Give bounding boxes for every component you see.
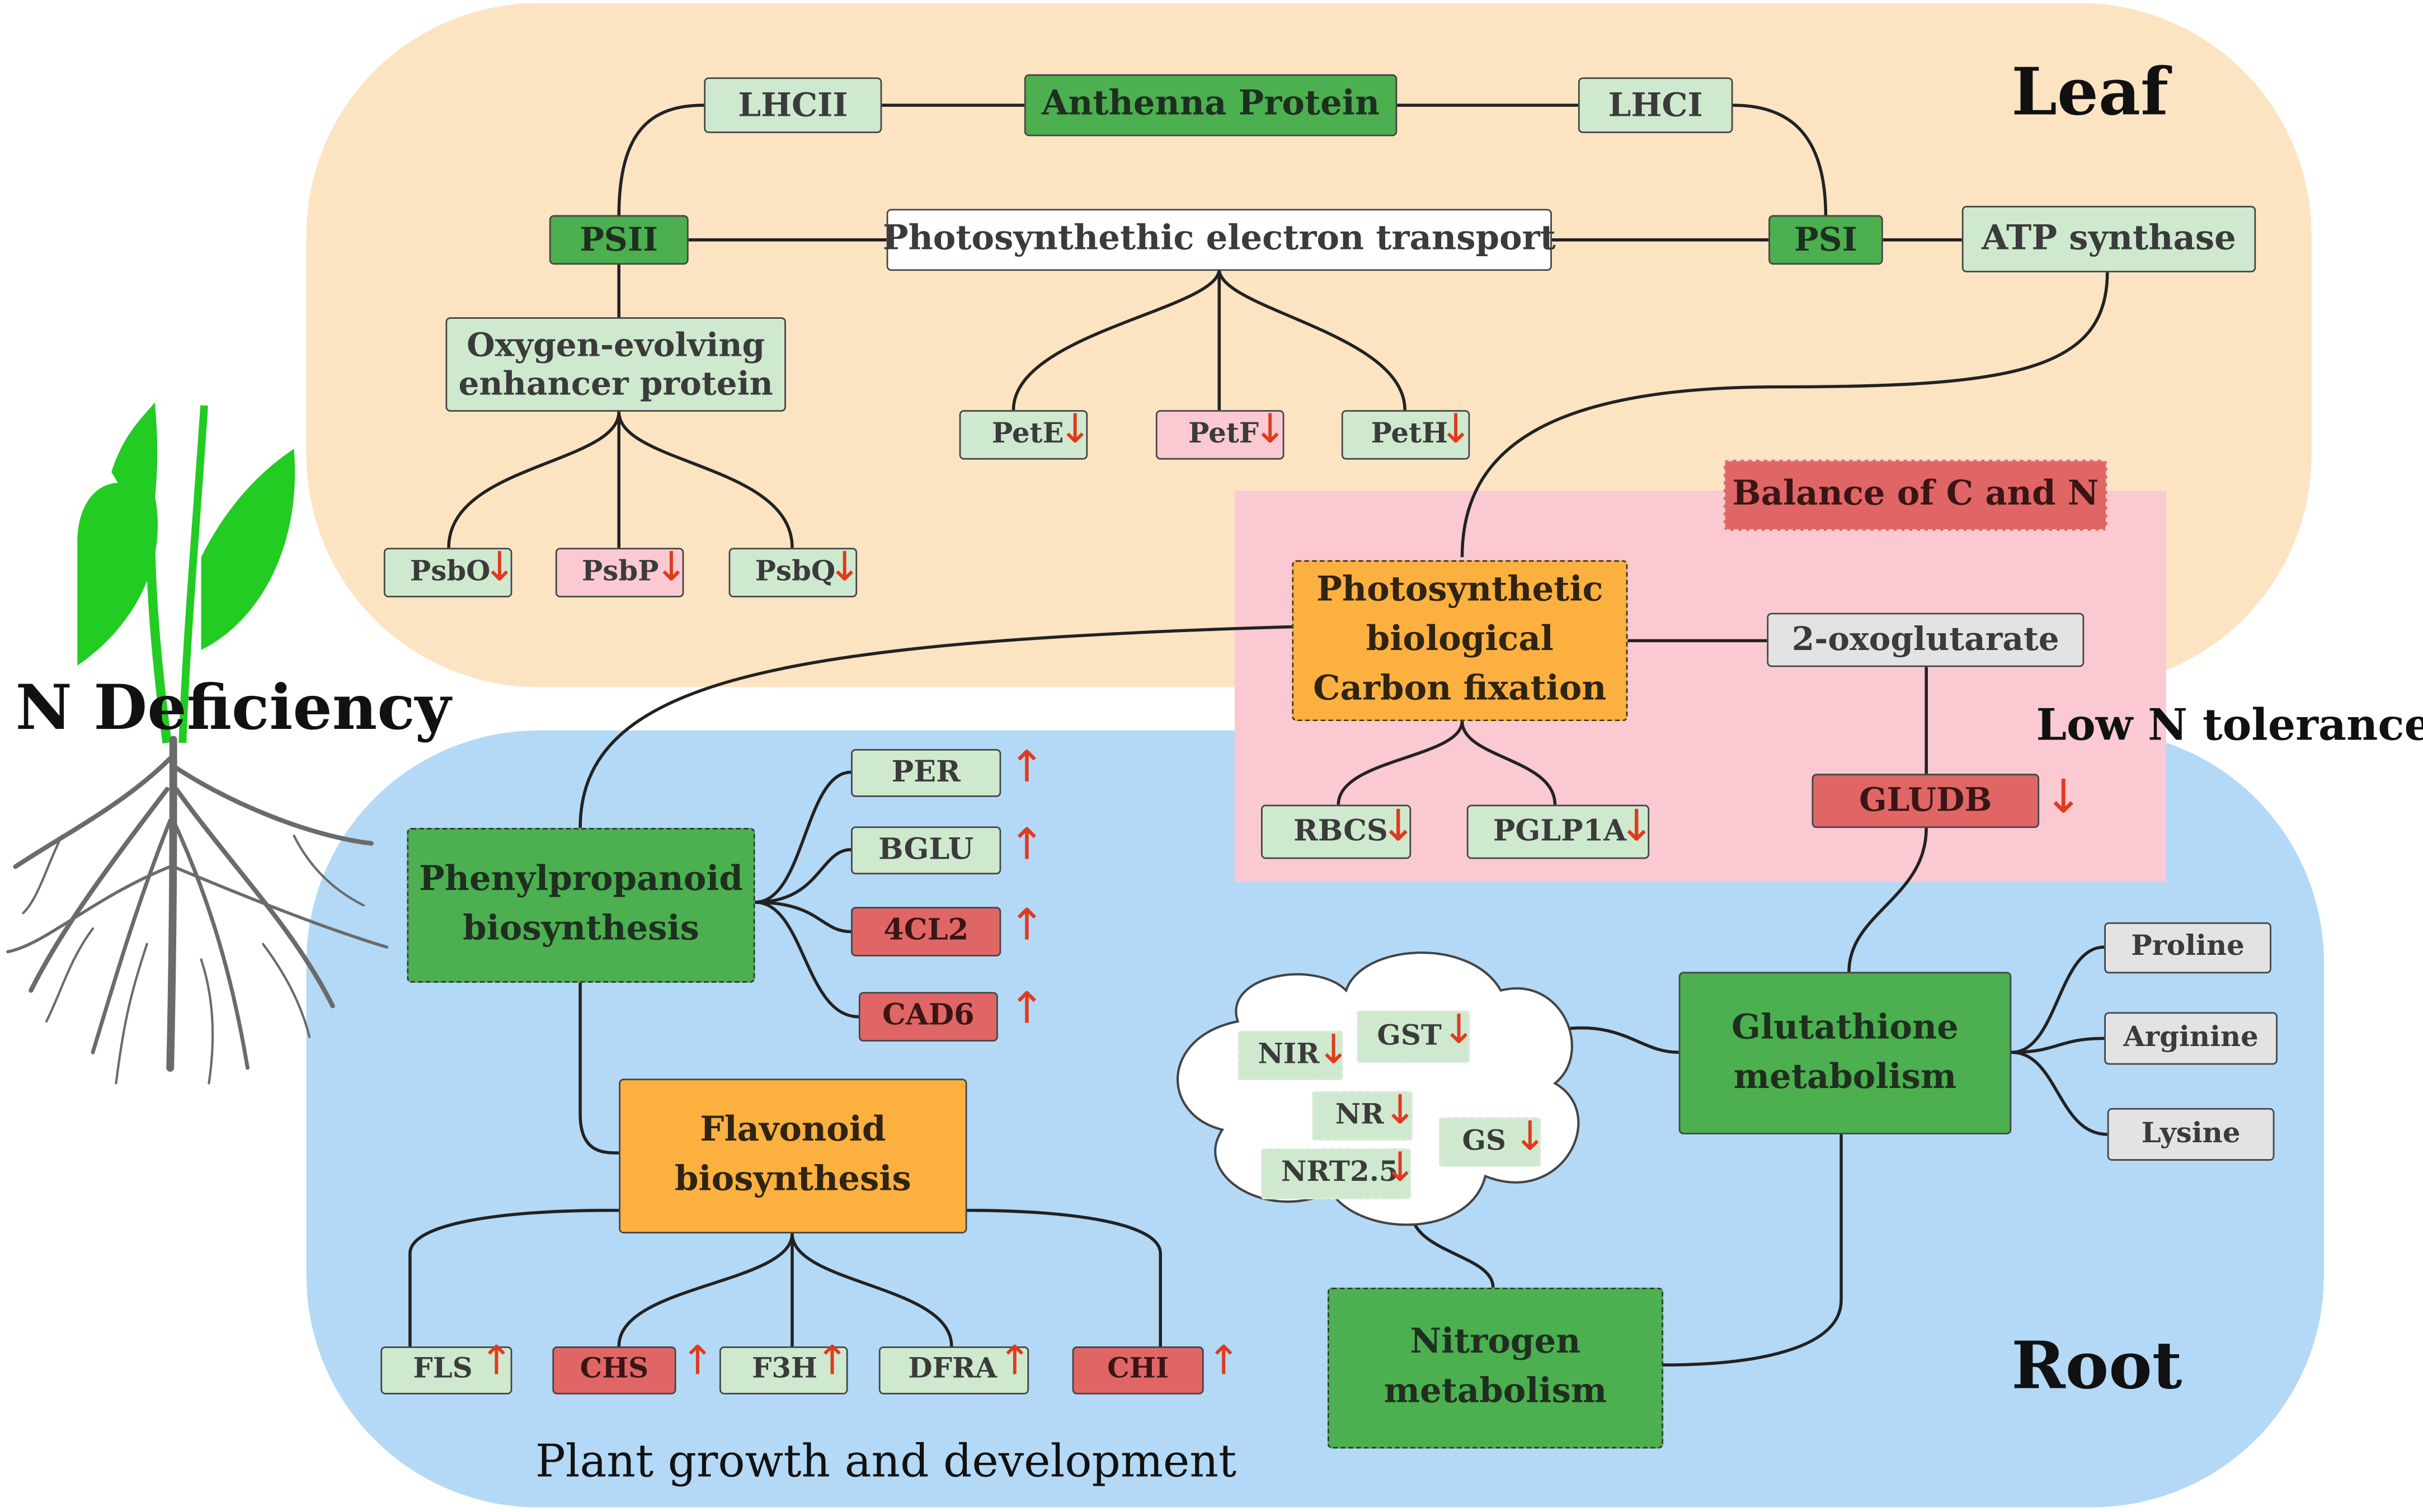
4cl2-node: 4CL2 (851, 907, 1001, 957)
connectors (408, 103, 2109, 1367)
lhcii-node: LHCII (704, 77, 882, 133)
gs-down-arrow: ↓ (1513, 1114, 1547, 1161)
fls-up-arrow: ↑ (479, 1339, 514, 1386)
anthenna-protein-node: Anthenna Protein (1024, 74, 1398, 136)
bglu-node: BGLU (851, 826, 1001, 875)
atp-synthase-node: ATP synthase (1961, 205, 2256, 272)
psbp-down-arrow: ↓ (654, 544, 689, 591)
electron-transport-node: Photosynthethic electron transport (883, 209, 1556, 271)
petf-down-arrow: ↓ (1253, 407, 1287, 454)
psbo-node: PsbO (383, 548, 512, 597)
flavonoid-node: Flavonoid biosynthesis (619, 1078, 967, 1233)
nir-down-arrow: ↓ (1316, 1028, 1351, 1075)
gst-down-arrow: ↓ (1442, 1007, 1476, 1054)
psbo-down-arrow: ↓ (482, 544, 517, 591)
root-label: Root (2011, 1327, 2182, 1404)
peth-node: PetH (1341, 410, 1470, 460)
pete-down-arrow: ↓ (1058, 407, 1092, 454)
psbp-node: PsbP (555, 548, 684, 597)
lhci-node: LHCI (1578, 77, 1733, 133)
rbcs-down-arrow: ↓ (1380, 800, 1417, 851)
carbon-fixation-node: Photosynthetic biological Carbon fixatio… (1292, 560, 1628, 722)
psbq-node: PsbQ (728, 548, 858, 597)
gst-node: GST (1357, 1010, 1470, 1063)
bglu-up-arrow: ↑ (1009, 818, 1046, 870)
balance-badge: Balance of C and N (1723, 459, 2107, 531)
petf-node: PetF (1155, 410, 1285, 460)
glutathione-node: Glutathione metabolism (1678, 972, 2012, 1134)
per-up-arrow: ↑ (1009, 741, 1046, 793)
gludb-node: GLUDB (1812, 774, 2040, 828)
pglp1a-down-arrow: ↓ (1618, 800, 1655, 851)
nr-node: NR (1312, 1091, 1413, 1141)
chi-node: CHI (1072, 1346, 1204, 1395)
arginine-node: Arginine (2104, 1012, 2278, 1065)
psi-node: PSI (1768, 215, 1883, 265)
4cl2-up-arrow: ↑ (1009, 899, 1046, 950)
cad6-node: CAD6 (858, 992, 998, 1042)
nrt25-down-arrow: ↓ (1383, 1145, 1417, 1192)
plant-icon (77, 402, 295, 744)
gs-node: GS (1439, 1117, 1541, 1167)
nrt25-node: NRT2.5 (1260, 1148, 1412, 1200)
lysine-node: Lysine (2107, 1108, 2275, 1161)
roots-icon (6, 736, 389, 1085)
pglp1a-node: PGLP1A (1466, 804, 1650, 859)
dfra-node: DFRA (878, 1346, 1029, 1395)
low-n-tolerance-label: Low N tolerance (2036, 699, 2423, 751)
phenylpropanoid-node: Phenylpropanoid biosynthesis (407, 828, 755, 983)
chs-node: CHS (552, 1346, 676, 1395)
f3h-up-arrow: ↑ (815, 1339, 849, 1386)
oxygen-evolving-node: Oxygen-evolving enhancer protein (445, 317, 786, 412)
per-node: PER (851, 749, 1001, 797)
oxoglutarate-node: 2-oxoglutarate (1767, 613, 2085, 667)
nr-down-arrow: ↓ (1383, 1087, 1417, 1134)
proline-node: Proline (2104, 922, 2271, 974)
f3h-node: F3H (719, 1346, 848, 1395)
nir-node: NIR (1238, 1030, 1343, 1081)
psii-node: PSII (549, 215, 689, 265)
leaf-label: Leaf (2011, 54, 2169, 130)
gludb-down-arrow: ↓ (2044, 770, 2083, 825)
nitrogen-metabolism-node: Nitrogen metabolism (1327, 1287, 1664, 1449)
growth-label: Plant growth and development (535, 1434, 1237, 1487)
pete-node: PetE (959, 410, 1088, 460)
psbq-down-arrow: ↓ (827, 544, 862, 591)
chi-up-arrow: ↑ (1207, 1339, 1241, 1386)
fls-node: FLS (380, 1346, 512, 1395)
chs-up-arrow: ↑ (680, 1339, 715, 1386)
dfra-up-arrow: ↑ (998, 1339, 1032, 1386)
n-deficiency-label: N Deficiency (15, 671, 451, 745)
rbcs-node: RBCS (1260, 804, 1412, 859)
peth-down-arrow: ↓ (1439, 407, 1473, 454)
cad6-up-arrow: ↑ (1009, 982, 1046, 1034)
